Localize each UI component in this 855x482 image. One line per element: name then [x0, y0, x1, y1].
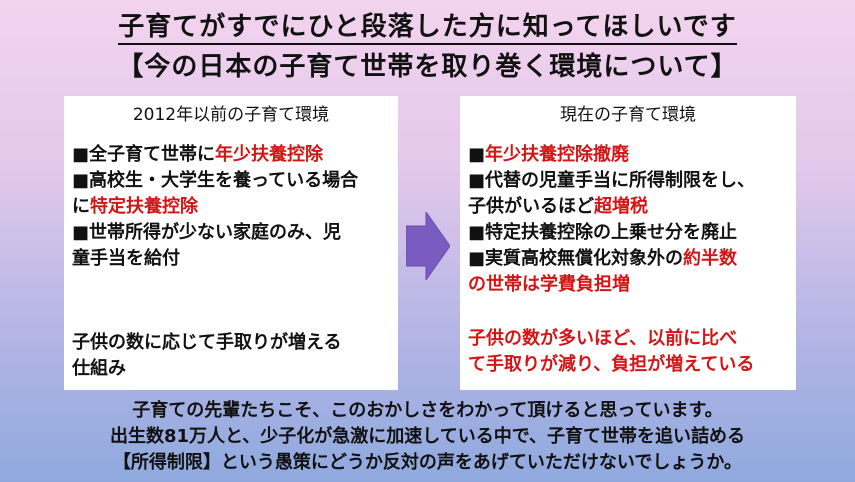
bottom-message: 子育ての先輩たちこそ、このおかしさをわかって頂けると思っています。 出生数81万…: [109, 400, 746, 473]
list-item: ■高校生・大学生を養っている場合: [72, 170, 359, 191]
right-panel-footnote: 子供の数が多いほど、以前に比べ て手取りが減り、負担が増えている: [468, 328, 755, 375]
left-panel: 2012年以前の子育て環境 ■全子育て世帯に年少扶養控除 ■高校生・大学生を養っ…: [64, 96, 398, 390]
right-panel-heading: 現在の子育て環境: [560, 105, 696, 125]
list-item: ■実質高校無償化対象外の約半数: [468, 248, 738, 269]
right-panel: 現在の子育て環境 ■年少扶養控除撤廃 ■代替の児童手当に所得制限をし、 子供がい…: [460, 96, 796, 390]
list-item: ■代替の児童手当に所得制限をし、: [468, 170, 756, 191]
right-panel-items: ■年少扶養控除撤廃 ■代替の児童手当に所得制限をし、 子供がいるほど超増税 ■特…: [468, 142, 796, 298]
left-panel-items: ■全子育て世帯に年少扶養控除 ■高校生・大学生を養っている場合 に特定扶養控除 …: [72, 142, 398, 272]
right-arrow-icon: [405, 210, 451, 282]
list-item: ■年少扶養控除撤廃: [468, 144, 630, 165]
list-item: の世帯は学費負担増: [468, 274, 630, 295]
slide-subtitle: 【今の日本の子育て世帯を取り巻く環境について】: [117, 52, 738, 82]
list-item: ■世帯所得が少ない家庭のみ、児: [72, 222, 342, 243]
list-item: 童手当を給付: [72, 248, 180, 269]
list-item: に特定扶養控除: [72, 196, 198, 217]
right-arrow-icon-svg: [405, 210, 451, 282]
left-panel-heading: 2012年以前の子育て環境: [132, 105, 330, 125]
slide-title: 子育てがすでにひと段落した方に知ってほしいです: [0, 12, 855, 45]
list-item: ■全子育て世帯に年少扶養控除: [72, 144, 324, 165]
list-item: ■特定扶養控除の上乗せ分を廃止: [468, 222, 738, 243]
left-panel-footnote: 子供の数に応じて手取りが増える 仕組み: [72, 332, 342, 379]
list-item: 子供がいるほど超増税: [468, 196, 648, 217]
